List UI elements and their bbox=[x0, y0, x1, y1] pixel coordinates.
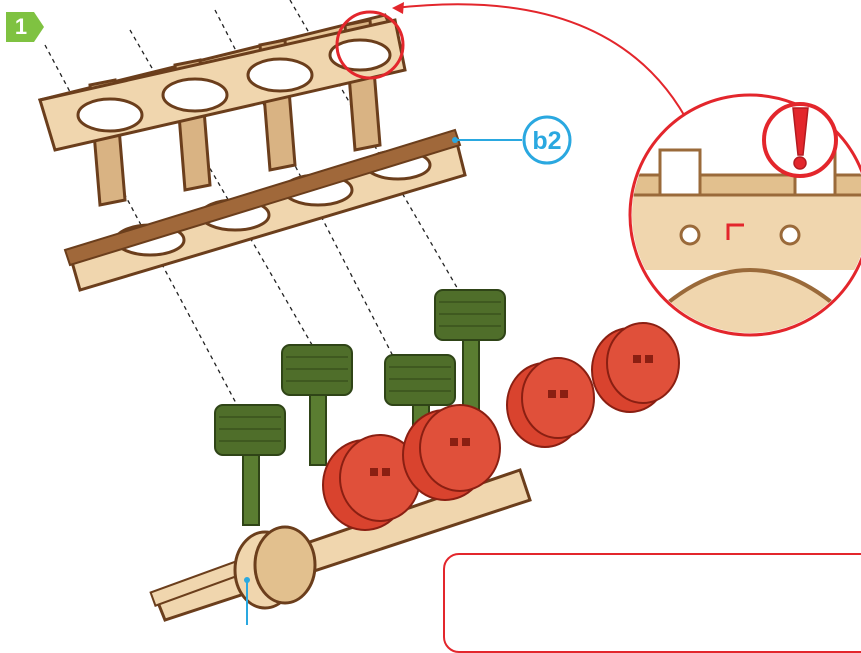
crank-discs-red bbox=[322, 322, 680, 531]
callout-b2-ring bbox=[522, 115, 572, 165]
exclamation-icon bbox=[792, 107, 809, 170]
assembly-diagram: 1 b2 bbox=[6, 0, 861, 653]
assembly-illustration bbox=[37, 0, 861, 625]
step-arrow-icon bbox=[6, 12, 44, 42]
engine-block-frame bbox=[37, 13, 467, 292]
info-panel bbox=[443, 553, 861, 653]
step-number: 1 bbox=[14, 14, 28, 39]
step-badge: 1 bbox=[6, 10, 46, 44]
warning-highlight-ring bbox=[335, 10, 405, 80]
pistons-green bbox=[214, 289, 506, 526]
callout-b2-label: b2 bbox=[532, 127, 562, 155]
